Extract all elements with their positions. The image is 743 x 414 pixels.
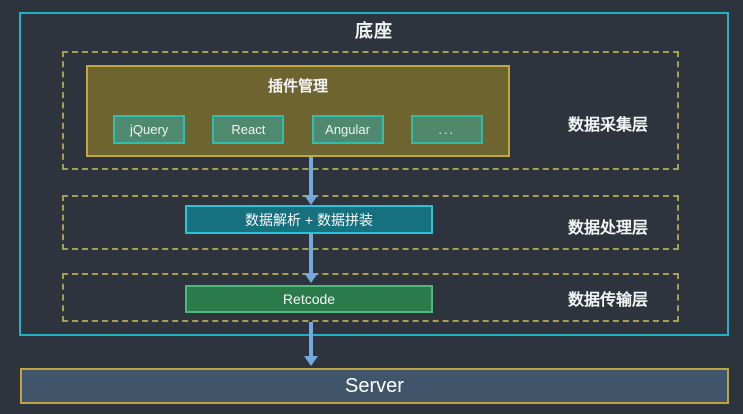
layer-data-processing bbox=[62, 195, 679, 250]
down-arrow-icon-2 bbox=[304, 234, 318, 283]
plugin-manager-title: 插件管理 bbox=[267, 78, 328, 95]
plugin-box-react: React bbox=[212, 115, 285, 144]
layer-data-collection bbox=[62, 51, 679, 170]
layer-label-data-collection: 数据采集层 bbox=[568, 117, 649, 134]
plugin-box-angular: Angular bbox=[311, 115, 384, 144]
retcode-box: Retcode bbox=[185, 285, 433, 313]
plugin-box-more: ... bbox=[410, 115, 483, 144]
layer-data-transport bbox=[62, 273, 679, 322]
base-container bbox=[19, 12, 729, 336]
down-arrow-icon-3 bbox=[304, 322, 318, 366]
diagram-title: 底座 bbox=[355, 21, 393, 41]
plugin-row: jQuery React Angular ... bbox=[86, 115, 510, 144]
plugin-box-jquery: jQuery bbox=[113, 115, 186, 144]
down-arrow-icon-1 bbox=[304, 157, 318, 205]
server-bar: Server bbox=[20, 368, 729, 404]
data-parse-assemble-box: 数据解析 + 数据拼装 bbox=[185, 205, 433, 234]
layer-label-data-processing: 数据处理层 bbox=[568, 220, 649, 237]
layer-label-data-transport: 数据传输层 bbox=[568, 292, 649, 309]
